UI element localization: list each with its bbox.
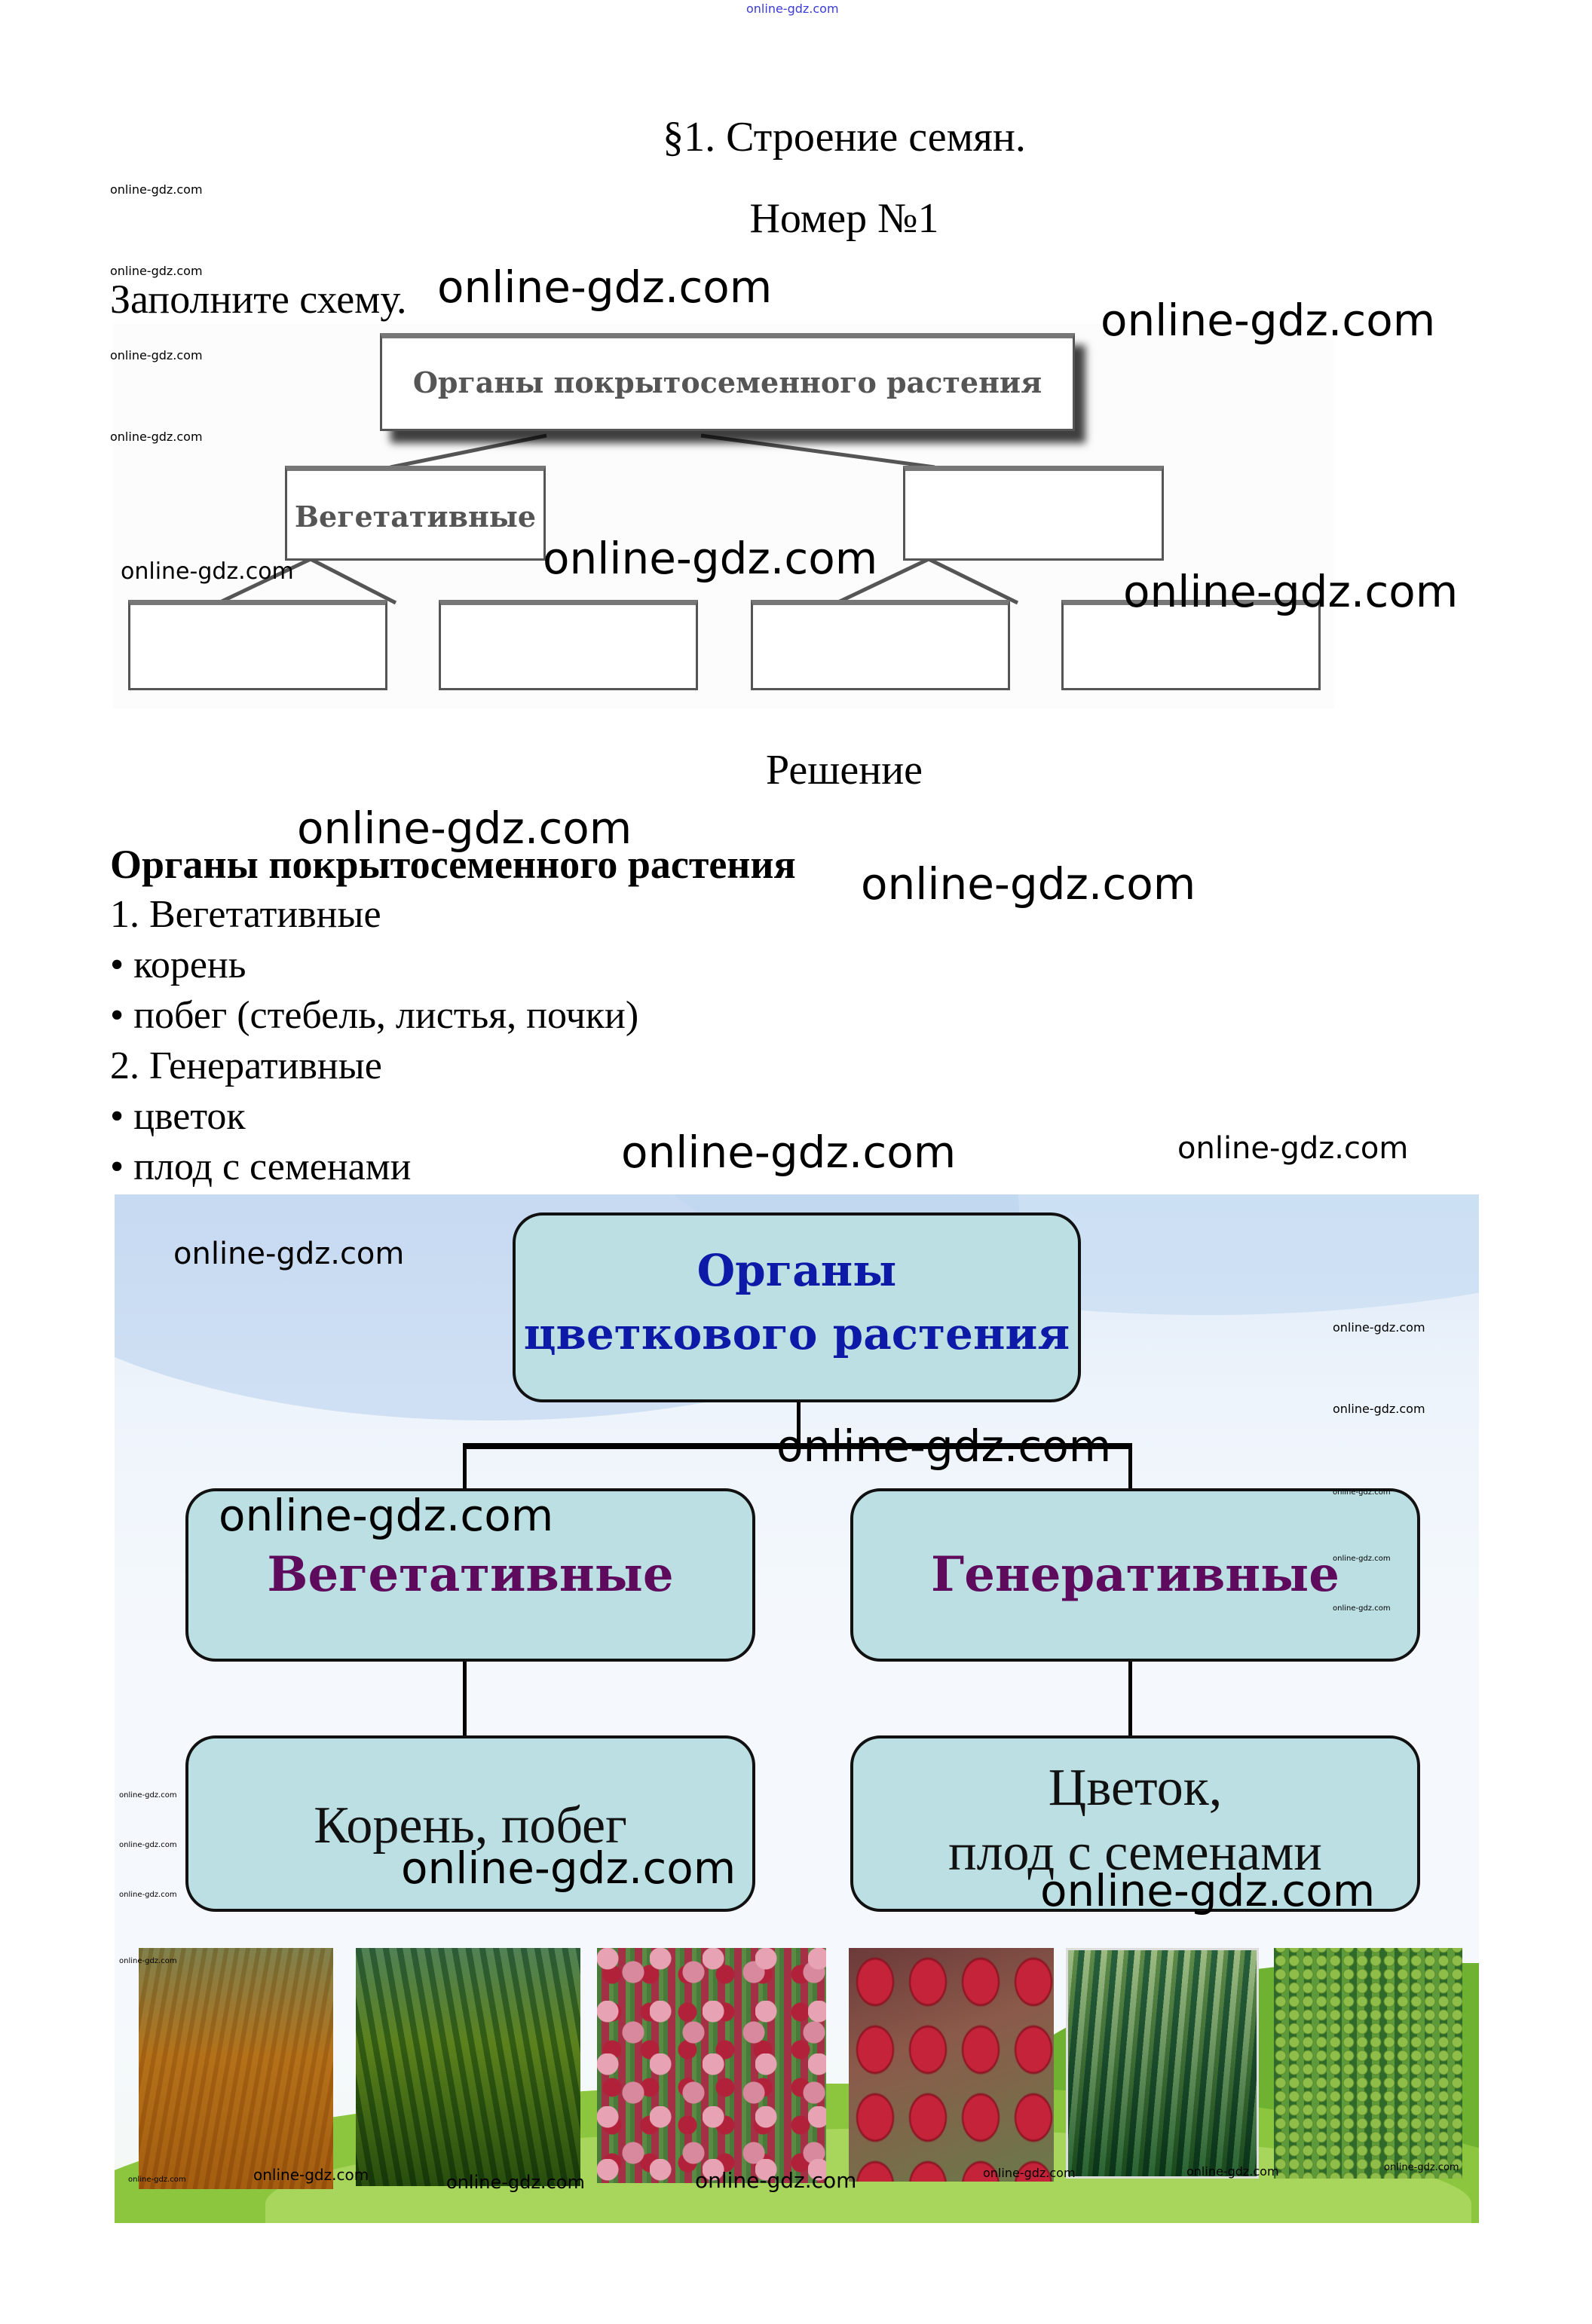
watermark: online-gdz.com	[1123, 566, 1459, 617]
watermark: online-gdz.com	[1333, 1604, 1391, 1613]
solution-line: 1. Вегетативные	[110, 893, 381, 936]
watermark: online-gdz.com	[621, 1127, 957, 1178]
watermark: online-gdz.com	[119, 1957, 177, 1965]
slide-diagram: Органы цветкового растения Вегетативные …	[115, 1194, 1479, 2223]
scheme-connectors	[217, 433, 1019, 605]
slide-vegetative-label: Вегетативные	[267, 1546, 674, 1603]
solution-heading: Решение	[765, 747, 923, 794]
watermark: online-gdz.com	[119, 1791, 177, 1800]
slide-root-shoot-box: Корень, побег	[185, 1735, 755, 1912]
watermark: online-gdz.com	[173, 1237, 405, 1271]
watermark: online-gdz.com	[1333, 1320, 1425, 1335]
watermark: online-gdz.com	[297, 803, 632, 854]
tulips-photo	[597, 1948, 826, 2183]
header-watermark: online-gdz.com	[746, 2, 839, 16]
watermark: online-gdz.com	[1333, 1402, 1425, 1416]
slide-root-line2: цветкового растения	[523, 1308, 1070, 1359]
watermark: online-gdz.com	[119, 1891, 177, 1899]
blank-scheme: Органы покрытосеменного растения Вегетат…	[113, 324, 1334, 708]
watermark: online-gdz.com	[401, 1842, 736, 1894]
watermark: online-gdz.com	[983, 2166, 1076, 2180]
watermark: online-gdz.com	[1177, 1131, 1409, 1166]
watermark: online-gdz.com	[110, 264, 203, 278]
solution-line: • побег (стебель, листья, почки)	[110, 994, 639, 1037]
berries-photo	[849, 1948, 1054, 2182]
peas-photo	[1274, 1948, 1462, 2179]
watermark: online-gdz.com	[253, 2166, 369, 2184]
slide-root-box: Органы цветкового растения	[513, 1212, 1081, 1402]
scheme-leaf-box	[751, 600, 1010, 690]
watermark: online-gdz.com	[110, 348, 203, 362]
scheme-leaf-box	[128, 600, 387, 690]
watermark: online-gdz.com	[446, 2172, 585, 2193]
connector-line	[797, 1399, 801, 1446]
slide-generative-box: Генеративные	[850, 1488, 1420, 1662]
scheme-right-box	[903, 466, 1164, 561]
connector-right-2	[927, 557, 1019, 605]
slide-root-shoot-label: Корень, побег	[314, 1797, 627, 1855]
scheme-root-box: Органы покрытосеменного растения	[380, 333, 1075, 431]
watermark: online-gdz.com	[121, 558, 294, 585]
solution-line: • корень	[110, 943, 246, 986]
watermark: online-gdz.com	[1333, 1555, 1391, 1563]
watermark: online-gdz.com	[1384, 2162, 1459, 2173]
connector-line	[463, 1446, 467, 1491]
connector-left-2	[309, 557, 397, 605]
scheme-root-label: Органы покрытосеменного растения	[412, 365, 1042, 399]
watermark: online-gdz.com	[110, 182, 203, 197]
solution-line: 2. Генеративные	[110, 1044, 382, 1087]
section-title: §1. Строение семян.	[663, 114, 1026, 161]
connector-right-1	[835, 557, 930, 605]
task-text: Заполните схему.	[110, 277, 407, 322]
slide-flower-label: Цветок,	[1048, 1759, 1223, 1817]
connector-left-1	[217, 557, 312, 605]
connector-line	[463, 1443, 1132, 1449]
solution-line: • плод с семенами	[110, 1145, 412, 1188]
solution-line: • цветок	[110, 1095, 246, 1138]
beans-photo	[1066, 1948, 1259, 2179]
watermark: online-gdz.com	[695, 2168, 857, 2193]
connector-root-right	[700, 433, 935, 469]
connector-line	[1128, 1446, 1132, 1491]
connector-line	[1128, 1647, 1132, 1738]
watermark: online-gdz.com	[119, 1841, 177, 1849]
slide-generative-label: Генеративные	[931, 1546, 1339, 1603]
watermark: online-gdz.com	[543, 533, 878, 584]
watermark: online-gdz.com	[1186, 2164, 1279, 2179]
slide-root-line1: Органы	[696, 1245, 897, 1296]
slide-flower-fruit-box: Цветок, плод с семенами	[850, 1735, 1420, 1912]
scheme-left-box: Вегетативные	[285, 466, 546, 561]
watermark: online-gdz.com	[1333, 1488, 1391, 1497]
watermark: online-gdz.com	[1040, 1865, 1376, 1916]
watermark: online-gdz.com	[219, 1490, 554, 1541]
watermark: online-gdz.com	[1101, 295, 1436, 346]
number-title: Номер №1	[749, 195, 939, 242]
slide-vegetative-box: Вегетативные	[185, 1488, 755, 1662]
connector-root-left	[390, 433, 547, 469]
watermark: online-gdz.com	[776, 1420, 1112, 1472]
slide-fruit-label: плод с семенами	[948, 1824, 1322, 1882]
wheat-photo	[139, 1948, 333, 2189]
watermark: online-gdz.com	[110, 430, 203, 444]
watermark: online-gdz.com	[861, 858, 1196, 910]
watermark: online-gdz.com	[437, 261, 773, 313]
watermark: online-gdz.com	[128, 2176, 186, 2184]
corn-photo	[356, 1948, 580, 2186]
scheme-left-label: Вегетативные	[294, 500, 537, 534]
scheme-leaf-box	[1061, 600, 1321, 690]
connector-line	[463, 1647, 467, 1738]
scheme-leaf-box	[439, 600, 698, 690]
solution-title: Органы покрытосеменного растения	[110, 842, 796, 887]
